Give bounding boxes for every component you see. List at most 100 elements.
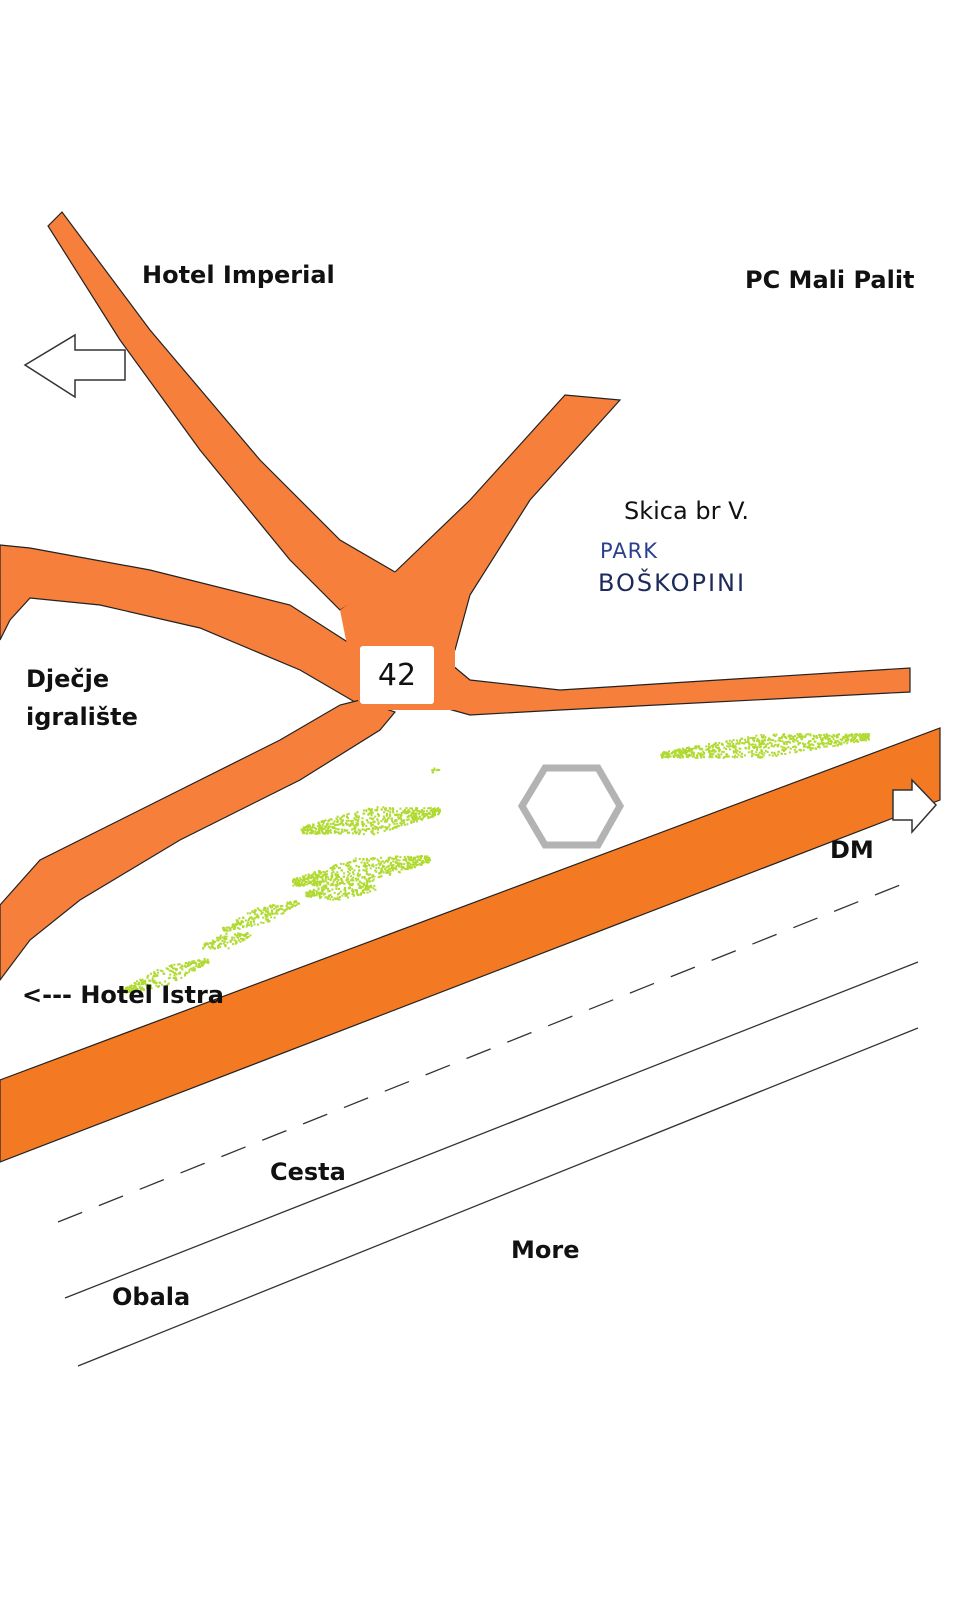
greenery-speck: [229, 940, 232, 943]
greenery-speck: [395, 855, 397, 858]
greenery-speck: [327, 827, 330, 829]
greenery-speck: [700, 747, 703, 750]
greenery-speck: [397, 825, 400, 828]
greenery-speck: [775, 755, 778, 758]
greenery-speck: [295, 884, 298, 887]
greenery-speck: [171, 967, 174, 970]
greenery-speck: [709, 753, 712, 756]
greenery-speck: [341, 819, 344, 822]
greenery-speck: [408, 866, 411, 869]
greenery-speck: [427, 817, 430, 820]
greenery-speck: [808, 740, 810, 743]
greenery-speck: [149, 984, 152, 987]
greenery-speck: [422, 816, 425, 819]
greenery-speck: [428, 857, 431, 860]
greenery-speck: [822, 742, 825, 745]
main-coastal-road: [0, 727, 941, 1163]
greenery-speck: [840, 743, 843, 746]
greenery-speck: [823, 745, 826, 748]
greenery-speck: [212, 942, 215, 945]
greenery-speck: [676, 755, 679, 757]
greenery-speck: [397, 864, 400, 867]
greenery-speck: [400, 863, 403, 866]
greenery-speck: [338, 888, 340, 890]
greenery-speck: [226, 941, 229, 944]
greenery-speck: [387, 869, 389, 872]
greenery-speck: [332, 898, 335, 901]
greenery-speck: [337, 828, 340, 831]
greenery-speck: [818, 734, 821, 736]
greenery-speck: [423, 810, 425, 813]
greenery-speck: [347, 864, 350, 866]
greenery-speck: [249, 934, 252, 937]
greenery-speck: [139, 989, 142, 992]
greenery-speck: [257, 916, 260, 919]
greenery-speck: [421, 862, 423, 865]
greenery-speck: [799, 742, 802, 745]
greenery-speck: [389, 813, 391, 816]
greenery-speck: [414, 865, 417, 868]
greenery-speck: [732, 750, 735, 753]
greenery-speck: [412, 811, 415, 814]
greenery-speck: [332, 880, 335, 883]
greenery-speck: [145, 984, 148, 986]
greenery-speck: [279, 905, 282, 908]
greenery-speck: [357, 878, 360, 881]
greenery-speck: [356, 811, 359, 814]
greenery-speck: [381, 864, 384, 867]
greenery-speck: [421, 817, 424, 820]
greenery-speck: [672, 750, 675, 753]
greenery-speck: [336, 819, 339, 822]
greenery-speck: [239, 921, 242, 924]
greenery-speck: [329, 818, 332, 821]
greenery-speck: [389, 870, 392, 873]
greenery-speck: [668, 754, 670, 757]
greenery-speck: [365, 880, 368, 883]
greenery-speck: [355, 816, 358, 819]
greenery-speck: [309, 882, 312, 885]
greenery-speck: [747, 738, 749, 741]
greenery-speck: [358, 831, 361, 834]
greenery-speck: [759, 745, 762, 748]
greenery-speck: [140, 983, 143, 986]
greenery-speck: [344, 891, 347, 894]
greenery-speck: [744, 754, 746, 757]
greenery-speck: [335, 817, 338, 820]
greenery-speck: [328, 889, 331, 892]
greenery-speck: [393, 826, 396, 829]
greenery-speck: [152, 981, 155, 984]
greenery-speck: [667, 756, 669, 759]
greenery-speck: [366, 857, 369, 860]
greenery-speck: [329, 823, 332, 825]
greenery-speck: [416, 859, 419, 862]
greenery-speck: [832, 745, 835, 748]
greenery-speck: [757, 753, 760, 756]
greenery-speck: [269, 912, 272, 915]
greenery-speck: [370, 817, 373, 820]
greenery-speck: [351, 819, 354, 822]
greenery-speck: [277, 909, 280, 912]
greenery-speck: [344, 886, 347, 889]
greenery-speck: [336, 883, 339, 886]
greenery-speck: [763, 752, 766, 755]
greenery-speck: [221, 936, 224, 939]
greenery-speck: [185, 971, 188, 974]
greenery-speck: [753, 747, 756, 750]
greenery-speck: [406, 816, 409, 819]
greenery-speck: [412, 815, 415, 818]
greenery-speck: [348, 883, 351, 885]
greenery-speck: [313, 883, 316, 886]
greenery-speck: [362, 833, 365, 836]
greenery-speck: [208, 945, 211, 948]
greenery-speck: [754, 743, 757, 746]
greenery-speck: [126, 986, 129, 989]
greenery-speck: [413, 809, 416, 812]
greenery-speck: [336, 875, 339, 878]
greenery-speck: [389, 828, 391, 831]
greenery-speck: [336, 815, 339, 818]
greenery-speck: [285, 908, 288, 910]
greenery-speck: [192, 966, 195, 969]
greenery-speck: [234, 942, 237, 945]
greenery-speck: [710, 752, 713, 755]
greenery-speck: [372, 878, 375, 881]
